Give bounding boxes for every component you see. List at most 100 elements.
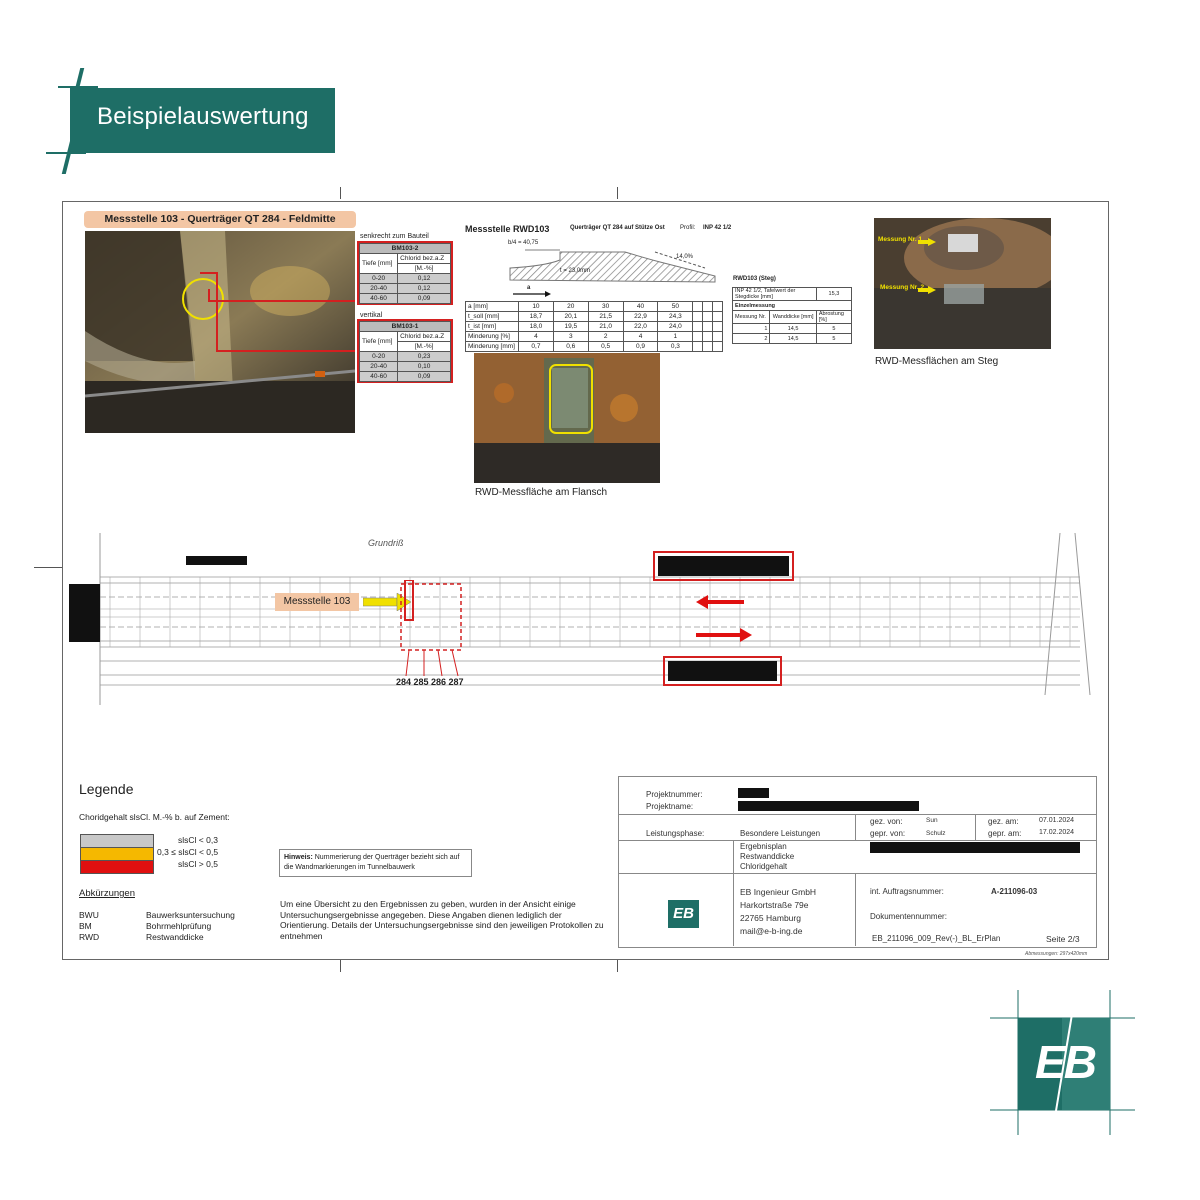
table-bm103-1: BM103-1 Tiefe [mm] Chlorid bez.a.Z [M.-%… bbox=[357, 319, 453, 383]
red-arrow-right bbox=[696, 628, 752, 647]
hint-label: Hinweis: bbox=[284, 854, 313, 861]
cell: 0-20 bbox=[358, 351, 399, 362]
col-header: Tiefe [mm] bbox=[358, 331, 399, 352]
cell: 14,5 bbox=[769, 333, 817, 344]
legend-subtitle: Choridgehalt slsCl. M.-% b. auf Zement: bbox=[79, 812, 230, 822]
cell: 18,7 bbox=[518, 311, 554, 322]
qt-red-markers bbox=[400, 579, 470, 685]
tb-abmessungen: Abmessungen: 297x420mm bbox=[1025, 951, 1088, 957]
abbr-key: BWU bbox=[79, 910, 99, 920]
photo-messstelle-103 bbox=[85, 231, 355, 433]
cell: 0,23 bbox=[397, 351, 451, 362]
cell: 0,10 bbox=[397, 361, 451, 372]
steg-title: RWD103 (Steg) bbox=[733, 276, 776, 282]
tb-divider bbox=[618, 814, 1096, 815]
sheet-tick bbox=[34, 567, 62, 568]
rwd-title: Messstelle RWD103 bbox=[465, 224, 550, 234]
hint-box: Hinweis: Nummerierung der Querträger bez… bbox=[279, 849, 472, 877]
tb-gepr-von-value: Schulz bbox=[926, 830, 946, 837]
sheet-tick bbox=[617, 187, 618, 199]
cell: 0,3 bbox=[657, 341, 694, 352]
photo-rwd-flansch bbox=[474, 353, 660, 483]
cell: 20-40 bbox=[358, 283, 399, 294]
cell: 21,5 bbox=[587, 311, 624, 322]
qt-numbers: 284 285 286 287 bbox=[396, 677, 464, 687]
rwd-subtitle: Querträger QT 284 auf Stütze Ost bbox=[570, 225, 665, 231]
redacted-plan-bottom bbox=[663, 656, 782, 686]
header-banner bbox=[70, 88, 335, 153]
col-header: [M.-%] bbox=[397, 263, 451, 274]
abbr-value: Bohrmehlprüfung bbox=[146, 921, 212, 931]
legend-label-red: slsCl > 0,5 bbox=[178, 859, 218, 869]
cell: 0,5 bbox=[587, 341, 624, 352]
redacted-projektname bbox=[738, 801, 919, 811]
label-messung-2: Messung Nr. 2 bbox=[880, 284, 925, 291]
plan-drawing bbox=[70, 525, 1100, 720]
cell: 24,0 bbox=[657, 321, 694, 332]
col-header: Chlorid bez.a.Z bbox=[397, 331, 451, 342]
legend-swatch-yellow bbox=[80, 847, 154, 861]
rwd-t-label: t = 23,0mm bbox=[560, 268, 591, 274]
cell: 19,5 bbox=[552, 321, 589, 332]
tb-company: EB Ingenieur GmbH bbox=[740, 887, 817, 897]
legend-title: Legende bbox=[79, 781, 134, 797]
photo-rwd-steg bbox=[874, 218, 1051, 349]
cell: 10 bbox=[518, 301, 554, 312]
cell: 4 bbox=[622, 331, 659, 342]
tb-gez-am-value: 07.01.2024 bbox=[1039, 817, 1075, 824]
cell: 0,7 bbox=[518, 341, 554, 352]
cell: 50 bbox=[657, 301, 694, 312]
cell: 5 bbox=[815, 323, 853, 334]
tb-logo: EB bbox=[668, 900, 699, 928]
legend-swatch-red bbox=[80, 860, 154, 874]
table-name: BM103-1 bbox=[359, 321, 451, 332]
cell: 21,0 bbox=[587, 321, 624, 332]
cell: 4 bbox=[518, 331, 554, 342]
profile-sketch bbox=[505, 238, 720, 300]
cell: 20 bbox=[552, 301, 589, 312]
cell: 1 bbox=[731, 323, 771, 334]
label-vertikal: vertikal bbox=[360, 312, 383, 319]
abbr-key: BM bbox=[79, 921, 92, 931]
caption-steg: RWD-Messflächen am Steg bbox=[875, 356, 999, 367]
tb-auftrag-label: int. Auftragsnummer: bbox=[870, 887, 944, 896]
sheet-tick bbox=[340, 960, 341, 972]
rwd-table: a [mm] 10 20 30 40 50 t_soll [mm] 18,7 2… bbox=[465, 301, 723, 352]
cell: 0,12 bbox=[397, 283, 451, 294]
rwd-a: a bbox=[527, 285, 531, 291]
label-senkrecht: senkrecht zum Bauteil bbox=[360, 233, 429, 240]
tb-projektname: Projektname: bbox=[646, 802, 694, 811]
tb-dok-value: EB_211096_009_Rev(-)_BL_ErPlan bbox=[872, 934, 1001, 943]
cell: 14,5 bbox=[769, 323, 817, 334]
cell: 20-40 bbox=[358, 361, 399, 372]
tb-auftrag-value: A-211096-03 bbox=[991, 887, 1038, 896]
cell: 40-60 bbox=[358, 293, 399, 304]
cell: a [mm] bbox=[465, 301, 519, 312]
legend-swatch-grey bbox=[80, 834, 154, 848]
tb-leistungsphase: Leistungsphase: bbox=[646, 829, 705, 838]
tb-divider bbox=[618, 873, 1096, 874]
tb-dok-label: Dokumentennummer: bbox=[870, 912, 947, 921]
cell: 3 bbox=[552, 331, 589, 342]
cell: INP 42 1/2, Tafelwert der Stegdicke [mm] bbox=[732, 287, 817, 301]
sheet-tick bbox=[340, 187, 341, 199]
cell: 18,0 bbox=[518, 321, 554, 332]
cell: 40 bbox=[622, 301, 659, 312]
abbr-title: Abkürzungen bbox=[79, 888, 135, 899]
col-header: Chlorid bez.a.Z bbox=[397, 253, 451, 264]
sheet-tick bbox=[617, 960, 618, 972]
tb-logo-text: EB bbox=[673, 905, 694, 922]
cell: Abrostung [%] bbox=[815, 310, 853, 324]
cell: 0,12 bbox=[397, 273, 451, 284]
red-arrow-left bbox=[696, 595, 744, 614]
overview-note: Um eine Übersicht zu den Ergebnissen zu … bbox=[280, 899, 604, 941]
cell: 0,09 bbox=[397, 371, 451, 382]
cell: Wanddicke [mm] bbox=[769, 310, 817, 324]
cell: 30 bbox=[587, 301, 624, 312]
abbr-value: Restwanddicke bbox=[146, 932, 204, 942]
banner-title: Beispielauswertung bbox=[97, 103, 309, 130]
tb-leistungsphase-value: Besondere Leistungen bbox=[740, 829, 821, 838]
redacted-plan-title bbox=[870, 842, 1080, 853]
banner-rule-top bbox=[58, 86, 98, 88]
redacted-projektnummer bbox=[738, 788, 769, 798]
